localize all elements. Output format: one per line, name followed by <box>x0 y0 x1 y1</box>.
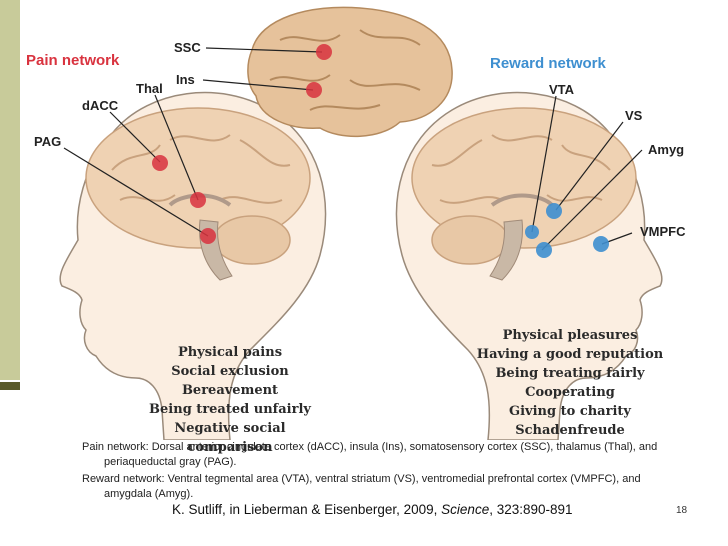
citation: K. Sutliff, in Lieberman & Eisenberger, … <box>172 502 573 517</box>
top-lateral-brain <box>247 6 453 138</box>
list-item: Social exclusion <box>171 364 289 379</box>
list-item: Cooperating <box>525 385 615 400</box>
list-item: Giving to charity <box>509 404 631 419</box>
pain-network-caption: Pain network: Dorsal anterior cingulate … <box>82 441 658 468</box>
right-brainstem <box>489 219 523 281</box>
vmpfc-marker <box>593 236 609 252</box>
list-item: Being treating fairly <box>495 366 645 381</box>
citation-journal: Science <box>441 502 490 517</box>
region-label-dacc: dACC <box>82 98 119 113</box>
list-item: Being treated unfairly <box>149 402 311 417</box>
brain-networks-figure: Pain network Reward network SSC Ins Thal… <box>20 0 698 455</box>
pain-connector-lines <box>63 47 323 237</box>
figure-caption: Pain network: Dorsal anterior cingulate … <box>82 440 682 504</box>
list-item: Negative social comparison <box>174 421 286 455</box>
thal-marker <box>190 192 206 208</box>
region-label-ssc: SSC <box>174 40 201 55</box>
citation-suffix: , 323:890-891 <box>489 502 573 517</box>
vta-marker <box>525 225 539 239</box>
slide-number: 18 <box>676 505 688 516</box>
ssc-marker <box>316 44 332 60</box>
list-item: Schadenfreude <box>515 423 625 438</box>
region-label-pag: PAG <box>34 134 62 149</box>
list-item: Having a good reputation <box>476 347 664 362</box>
pain-network-title: Pain network <box>26 52 120 69</box>
list-item: Bereavement <box>181 383 279 398</box>
pag-marker <box>200 228 216 244</box>
region-label-vmpfc: VMPFC <box>640 224 686 239</box>
dacc-marker <box>152 155 168 171</box>
reward-network-title: Reward network <box>490 55 606 72</box>
list-item: Physical pleasures <box>502 328 638 343</box>
region-label-ins: Ins <box>176 72 195 87</box>
right-brain <box>411 107 637 249</box>
right-cerebellum <box>431 215 509 265</box>
reward-connector-lines <box>531 95 643 251</box>
region-label-amyg: Amyg <box>648 142 685 157</box>
list-item: Physical pains <box>177 345 283 360</box>
ins-marker <box>306 82 322 98</box>
slide-accent-bar <box>0 0 20 380</box>
brain-illustration <box>59 6 663 440</box>
pain-triggers-list: Physical pains Social exclusion Bereavem… <box>130 343 330 457</box>
region-label-thal: Thal <box>136 81 163 96</box>
amyg-marker <box>536 242 552 258</box>
reward-triggers-list: Physical pleasures Having a good reputat… <box>450 326 690 440</box>
left-cerebellum <box>213 215 291 265</box>
citation-prefix: K. Sutliff, in Lieberman & Eisenberger, … <box>172 502 442 517</box>
left-brain <box>85 107 311 249</box>
region-label-vs: VS <box>625 108 643 123</box>
region-label-vta: VTA <box>549 82 575 97</box>
reward-network-caption: Reward network: Ventral tegmental area (… <box>82 473 641 500</box>
vs-marker <box>546 203 562 219</box>
